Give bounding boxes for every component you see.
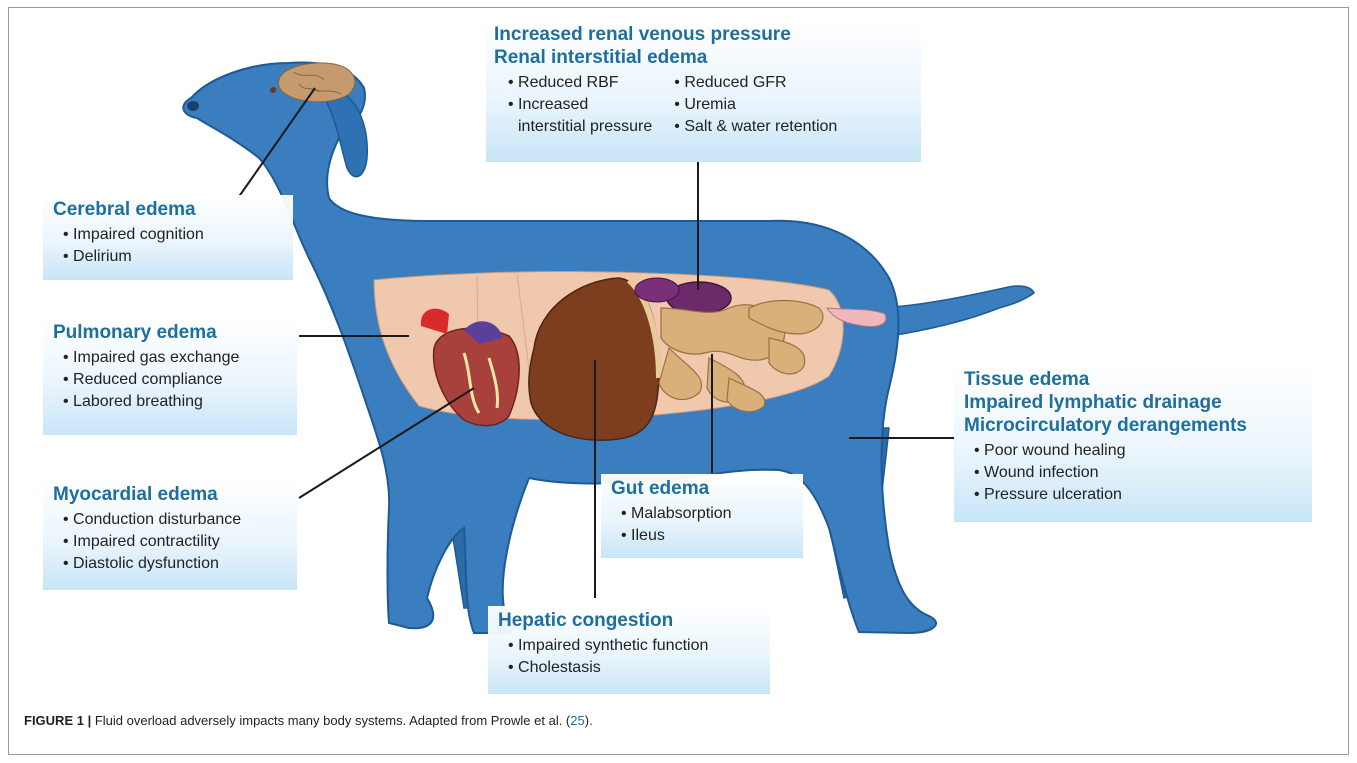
renal-item: Uremia <box>674 94 837 116</box>
pulmonary-item: Reduced compliance <box>63 369 287 391</box>
myocardial-item: Impaired contractility <box>63 531 287 553</box>
renal-callout: Increased renal venous pressure Renal in… <box>486 21 921 162</box>
myocardial-item: Conduction disturbance <box>63 509 287 531</box>
renal-title-line1: Increased renal venous pressure <box>494 23 913 46</box>
hepatic-congestion-title: Hepatic congestion <box>498 609 760 632</box>
figure-caption: FIGURE 1 | Fluid overload adversely impa… <box>24 713 593 728</box>
brain-organ <box>278 63 354 102</box>
renal-item: Reduced GFR <box>674 72 837 94</box>
caption-text-end: ). <box>585 713 593 728</box>
gut-edema-title: Gut edema <box>611 477 793 500</box>
renal-item: Reduced RBF <box>508 72 652 94</box>
renal-item-continuation: interstitial pressure <box>508 116 652 138</box>
cerebral-item: Impaired cognition <box>63 224 283 246</box>
figure-frame: Cerebral edema Impaired cognition Deliri… <box>8 7 1349 755</box>
tissue-item: Pressure ulceration <box>974 484 1302 506</box>
cerebral-item: Delirium <box>63 246 283 268</box>
tissue-title-line3: Microcirculatory derangements <box>964 414 1302 437</box>
pulmonary-item: Impaired gas exchange <box>63 347 287 369</box>
hepatic-item: Impaired synthetic function <box>508 635 760 657</box>
tissue-edema-callout: Tissue edema Impaired lymphatic drainage… <box>954 365 1312 522</box>
myocardial-edema-title: Myocardial edema <box>53 483 287 506</box>
tissue-title-line2: Impaired lymphatic drainage <box>964 391 1302 414</box>
renal-columns: Reduced RBF Increased interstitial press… <box>494 69 913 138</box>
cerebral-edema-callout: Cerebral edema Impaired cognition Deliri… <box>43 195 293 280</box>
cerebral-edema-title: Cerebral edema <box>53 198 283 221</box>
caption-reference-link[interactable]: 25 <box>570 713 584 728</box>
pulmonary-item: Labored breathing <box>63 391 287 413</box>
tissue-title-line1: Tissue edema <box>964 368 1302 391</box>
renal-right-list: Reduced GFR Uremia Salt & water retentio… <box>674 72 837 138</box>
tissue-item: Wound infection <box>974 462 1302 484</box>
renal-item: Increased <box>508 94 652 116</box>
tissue-item: Poor wound healing <box>974 440 1302 462</box>
pulmonary-edema-callout: Pulmonary edema Impaired gas exchange Re… <box>43 318 297 435</box>
hepatic-congestion-callout: Hepatic congestion Impaired synthetic fu… <box>488 606 770 694</box>
gut-item: Malabsorption <box>621 503 793 525</box>
pulmonary-edema-title: Pulmonary edema <box>53 321 287 344</box>
figure-label: FIGURE 1 | <box>24 713 91 728</box>
myocardial-item: Diastolic dysfunction <box>63 553 287 575</box>
gut-edema-callout: Gut edema Malabsorption Ileus <box>601 474 803 558</box>
renal-left-list: Reduced RBF Increased interstitial press… <box>494 72 652 138</box>
gut-item: Ileus <box>621 525 793 547</box>
myocardial-edema-callout: Myocardial edema Conduction disturbance … <box>43 480 297 590</box>
caption-text: Fluid overload adversely impacts many bo… <box>95 713 570 728</box>
hepatic-item: Cholestasis <box>508 657 760 679</box>
dog-nose <box>187 101 199 111</box>
renal-item: Salt & water retention <box>674 116 837 138</box>
renal-title-line2: Renal interstitial edema <box>494 46 913 69</box>
dog-eye <box>270 87 276 93</box>
